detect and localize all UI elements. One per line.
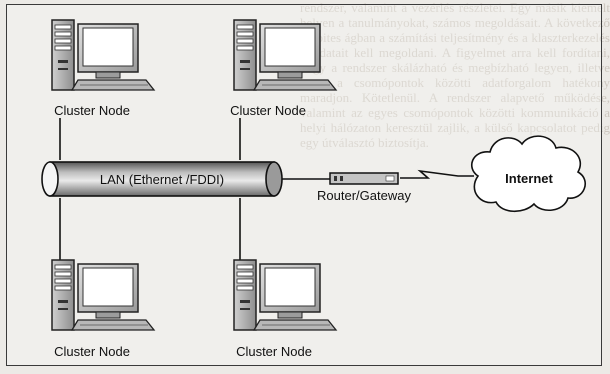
node-label-bottom-right: Cluster Node — [236, 344, 312, 359]
router-label: Router/Gateway — [317, 188, 411, 203]
internet-cloud-icon — [470, 135, 586, 213]
internet-label: Internet — [505, 171, 553, 186]
node-label-top-right: Cluster Node — [230, 103, 306, 118]
lan-cable — [41, 161, 283, 197]
computer-icon — [233, 19, 337, 91]
background-page-text: rendszer, valamint a vezérlés részletei.… — [300, 0, 610, 150]
node-label-top-left: Cluster Node — [54, 103, 130, 118]
computer-icon — [233, 259, 337, 331]
router-icon — [329, 172, 399, 185]
node-label-bottom-left: Cluster Node — [54, 344, 130, 359]
wan-link — [400, 169, 474, 179]
computer-icon — [51, 259, 155, 331]
computer-icon — [51, 19, 155, 91]
lan-label: LAN (Ethernet /FDDI) — [100, 172, 224, 187]
